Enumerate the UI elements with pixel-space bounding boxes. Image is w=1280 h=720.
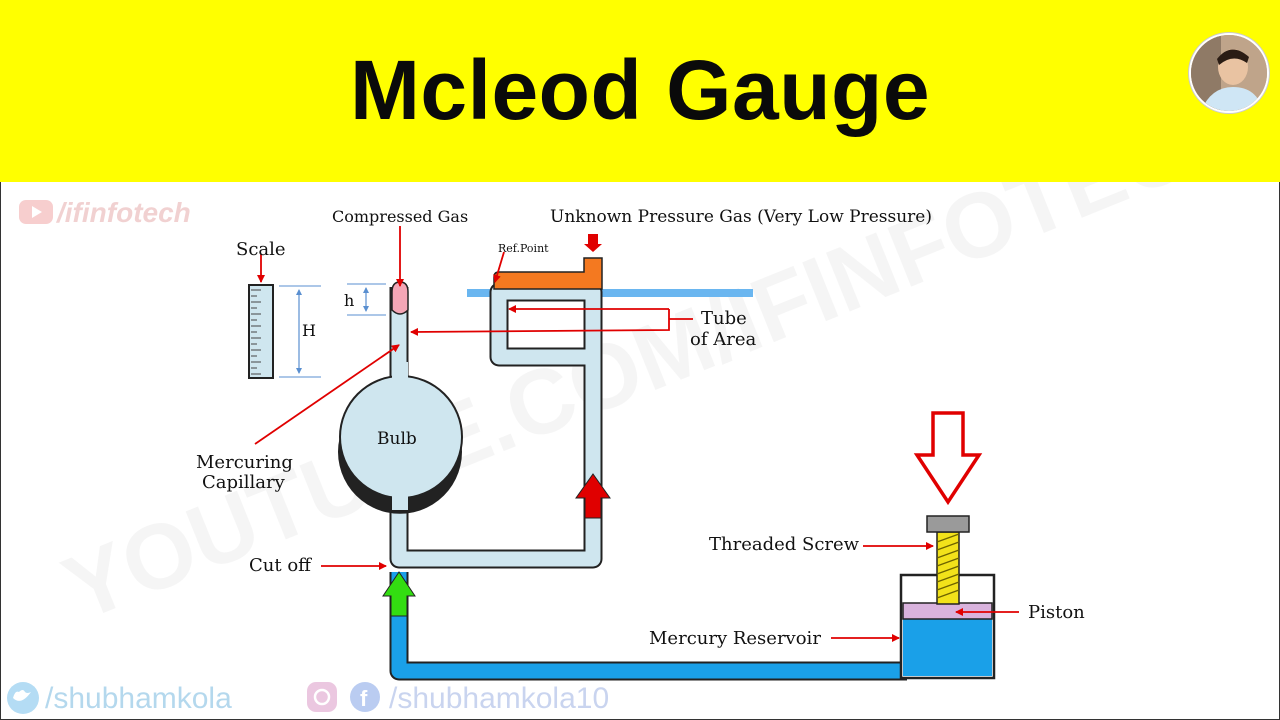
page-title: Mcleod Gauge: [349, 43, 931, 137]
youtube-icon: [19, 200, 53, 224]
piston: [902, 602, 993, 620]
watermark-group: /ifinfotech YOUTUBE.COM/IFINFOTECH /shub…: [7, 182, 1264, 715]
scale-ruler: [248, 284, 274, 379]
piston-label: Piston: [1028, 602, 1085, 623]
tube-of-area-label-1: Tube: [701, 308, 747, 329]
reference-level-line: [467, 289, 753, 297]
mercuring-capillary-label-2: Capillary: [202, 472, 286, 493]
mercury-reservoir: [899, 515, 996, 680]
twitter-watermark: /shubhamkola: [45, 682, 232, 715]
bulb: [338, 362, 463, 514]
facebook-icon: f: [350, 682, 380, 712]
mercury-reservoir-label: Mercury Reservoir: [649, 628, 821, 649]
unknown-pressure-label: Unknown Pressure Gas (Very Low Pressure): [550, 207, 932, 227]
force-arrow-down-icon: [913, 411, 983, 506]
gas-flow-arrow-icon: [575, 473, 611, 519]
h-small-label: h: [344, 291, 354, 310]
mcleod-gauge-diagram: /ifinfotech YOUTUBE.COM/IFINFOTECH /shub…: [7, 182, 1264, 715]
mercury-line: [389, 572, 907, 681]
social-watermark: /shubhamkola10: [389, 682, 609, 715]
compressed-gas-label: Compressed Gas: [332, 207, 468, 226]
channel-watermark: /ifinfotech: [55, 197, 191, 228]
header-banner: Mcleod Gauge: [0, 0, 1280, 185]
mercuring-capillary-label-1: Mercuring: [196, 452, 293, 473]
inlet-arrow-icon: [584, 234, 602, 252]
avatar: [1189, 33, 1269, 113]
twitter-icon: [7, 682, 39, 714]
diagram-panel: /ifinfotech YOUTUBE.COM/IFINFOTECH /shub…: [0, 182, 1280, 720]
threaded-screw-label: Threaded Screw: [709, 534, 860, 555]
ref-point-label: Ref.Point: [498, 242, 549, 255]
scale-label: Scale: [236, 239, 286, 260]
cut-off-label: Cut off: [249, 555, 312, 576]
ref-point-pipe: [493, 257, 603, 290]
tube-of-area-label-2: of Area: [690, 329, 756, 350]
mercury-rise-arrow-icon: [382, 571, 416, 617]
url-watermark: YOUTUBE.COM/IFINFOTECH: [50, 182, 1263, 641]
instagram-icon: [307, 682, 337, 712]
h-big-label: H: [302, 321, 316, 340]
bulb-label: Bulb: [377, 429, 417, 449]
svg-text:f: f: [360, 686, 368, 711]
profile-photo-icon: [1191, 35, 1267, 111]
leader-lines: [254, 226, 1019, 642]
compressed-gas-region: [391, 281, 409, 315]
screw-head: [926, 515, 970, 533]
